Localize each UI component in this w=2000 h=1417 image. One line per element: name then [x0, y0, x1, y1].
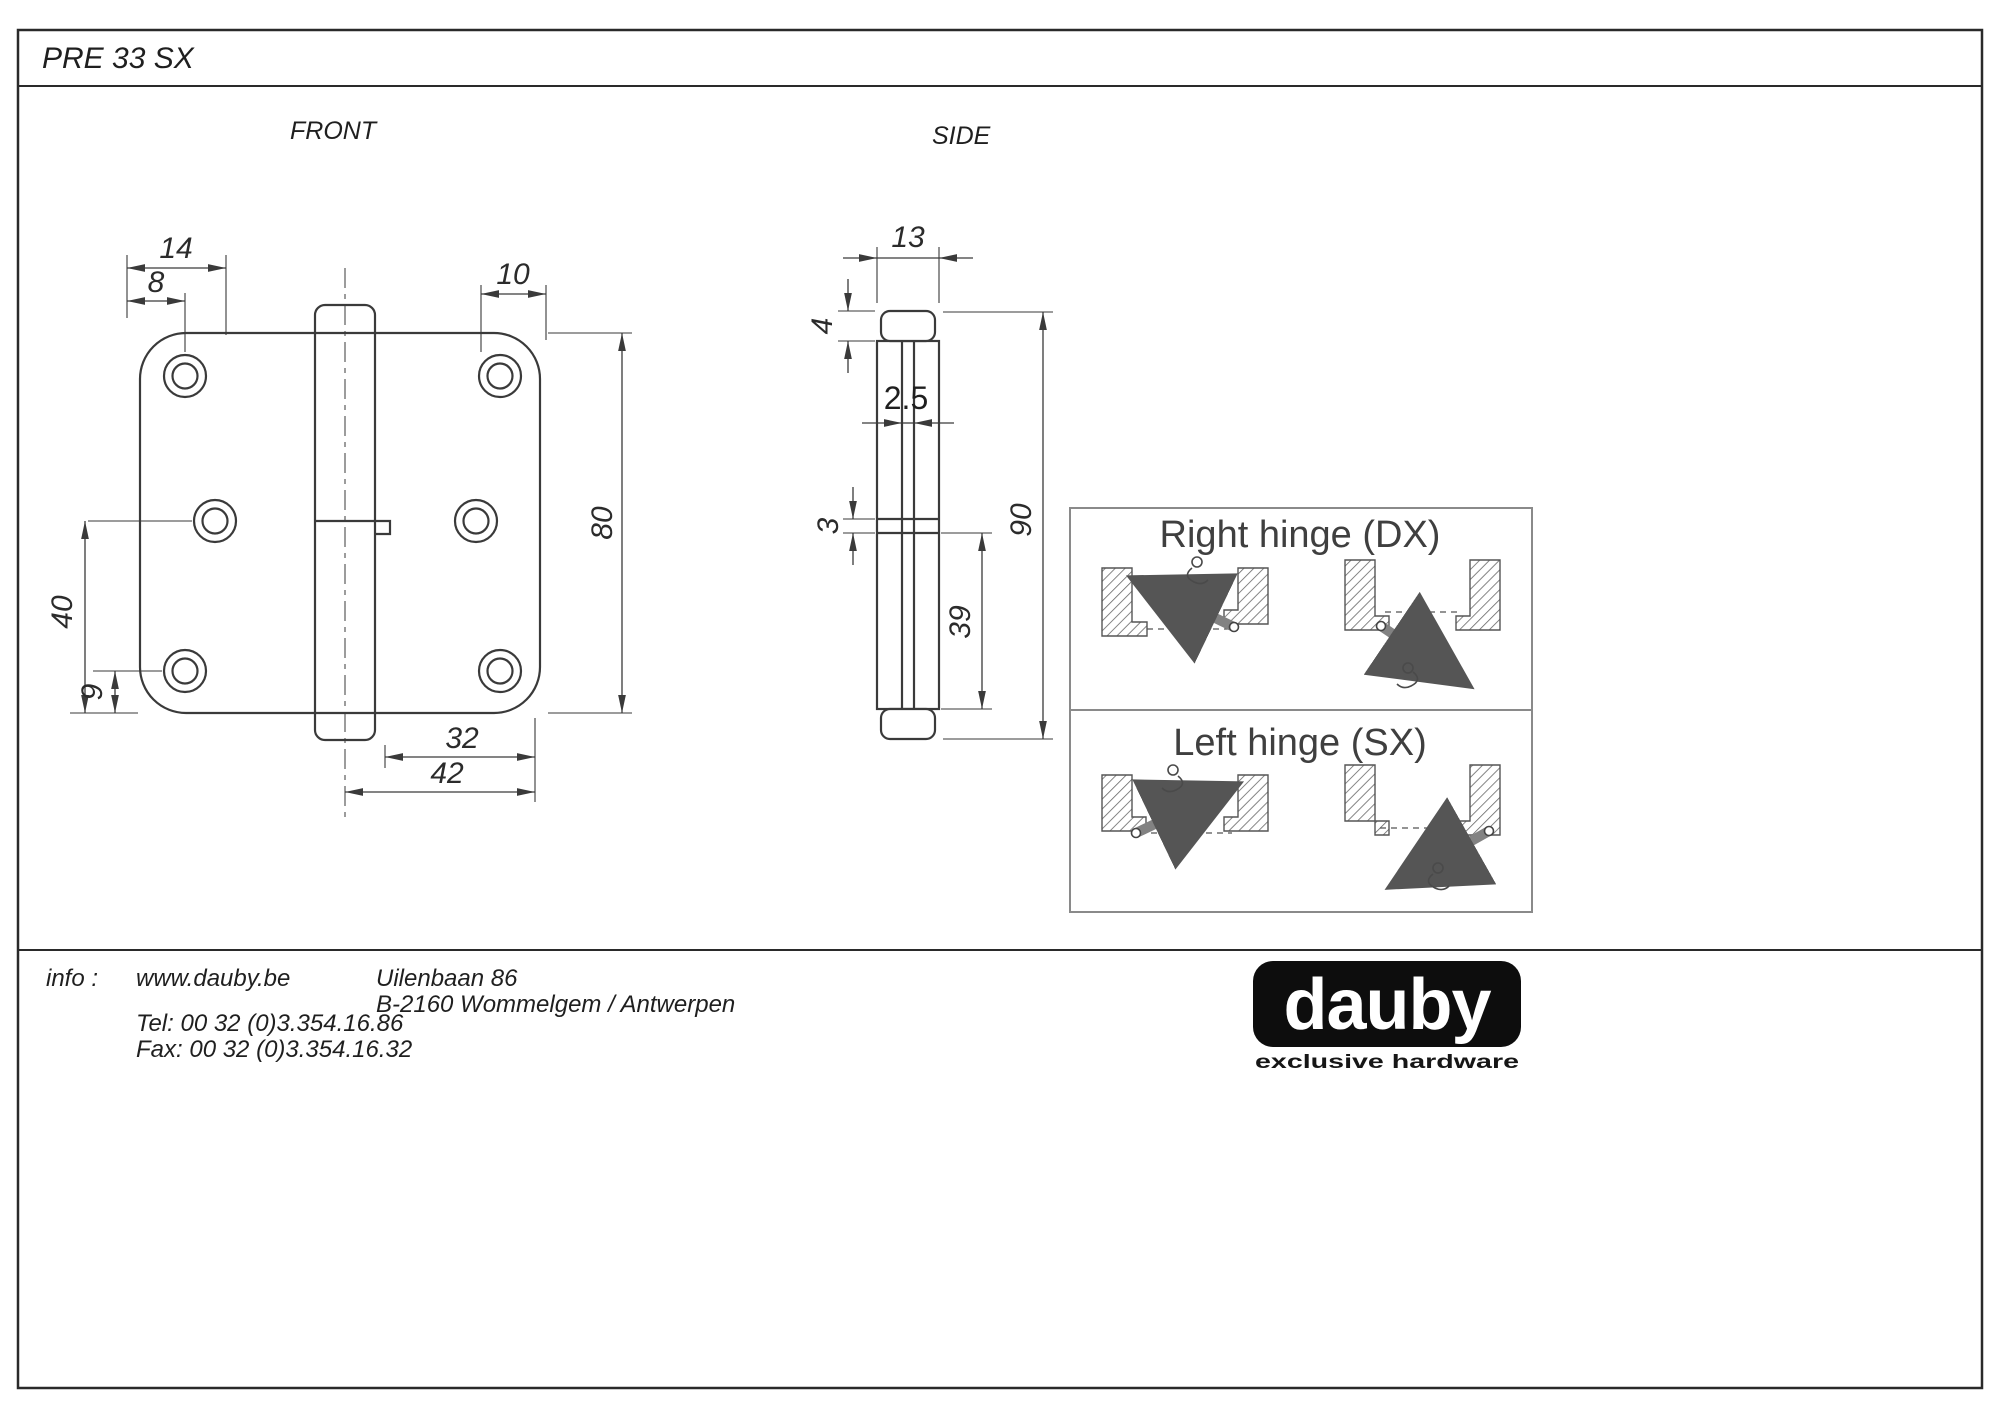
- dim-90: 90: [943, 311, 1053, 740]
- dauby-logo: dauby exclusive hardware: [1253, 961, 1521, 1073]
- drawing-title: PRE 33 SX: [42, 42, 195, 75]
- dim-4-label: 4: [806, 318, 839, 335]
- screw-holes: [162, 353, 523, 694]
- address-line-2: B-2160 Wommelgem / Antwerpen: [376, 991, 735, 1018]
- right-hinge-diagram-1: [1101, 556, 1269, 664]
- dim-13-label: 13: [891, 221, 925, 254]
- hinge-orientation-panel: Right hinge (DX) Left hinge (SX): [1069, 507, 1533, 913]
- dim-32: 32: [384, 718, 536, 802]
- left-hinge-diagram-2: [1344, 764, 1501, 891]
- left-hinge-title: Left hinge (SX): [1173, 722, 1426, 764]
- side-pin-cap-top: [879, 309, 937, 343]
- dim-42-label: 42: [430, 757, 464, 790]
- logo-background: [1253, 961, 1521, 1047]
- side-view: SIDE 13 4 2.5: [806, 122, 1053, 741]
- fax-text: Fax: 00 32 (0)3.354.16.32: [136, 1036, 412, 1063]
- side-profile-body: [875, 339, 941, 711]
- logo-wordmark: dauby: [1283, 965, 1491, 1045]
- website-link[interactable]: www.dauby.be: [136, 965, 290, 992]
- dim-3: 3: [812, 487, 875, 565]
- dim-14-label: 14: [159, 232, 192, 265]
- dim-9: 9: [76, 670, 162, 713]
- dim-2-5-label: 2.5: [884, 380, 928, 416]
- dim-39: 39: [941, 532, 992, 710]
- dim-10: 10: [480, 258, 547, 352]
- side-pin-cap-bottom: [879, 707, 937, 741]
- dim-40: 40: [46, 520, 192, 714]
- dim-39-label: 39: [944, 605, 977, 639]
- tel-text: Tel: 00 32 (0)3.354.16.86: [136, 1010, 404, 1037]
- right-hinge-diagram-2: [1344, 559, 1501, 690]
- page-border: [16, 28, 1984, 1390]
- dim-10-label: 10: [496, 258, 530, 291]
- front-view-label: FRONT: [290, 117, 378, 145]
- dim-2-5: 2.5: [862, 380, 954, 427]
- logo-tagline: exclusive hardware: [1255, 1052, 1519, 1073]
- right-hinge-title: Right hinge (DX): [1160, 514, 1441, 556]
- address-line-1: Uilenbaan 86: [376, 965, 518, 992]
- leaf-step-notch: [375, 519, 392, 536]
- dim-13: 13: [843, 221, 973, 303]
- dim-80-label: 80: [586, 506, 619, 540]
- dim-32-label: 32: [445, 722, 479, 755]
- dim-9-label: 9: [76, 683, 109, 700]
- dim-90-label: 90: [1005, 503, 1038, 537]
- dim-4: 4: [806, 279, 875, 373]
- info-label: info :: [46, 965, 98, 992]
- front-view: FRONT 14 8: [46, 117, 632, 822]
- footer: info : www.dauby.be Tel: 00 32 (0)3.354.…: [46, 961, 1521, 1073]
- left-hinge-diagram-1: [1101, 764, 1269, 870]
- dim-40-label: 40: [46, 595, 79, 629]
- dim-14: 14: [126, 232, 227, 335]
- dim-80: 80: [548, 332, 632, 714]
- dim-3-label: 3: [812, 517, 845, 534]
- dim-42: 42: [345, 757, 535, 796]
- dim-8: 8: [126, 266, 186, 352]
- dim-8-label: 8: [148, 266, 165, 299]
- side-view-label: SIDE: [932, 122, 991, 150]
